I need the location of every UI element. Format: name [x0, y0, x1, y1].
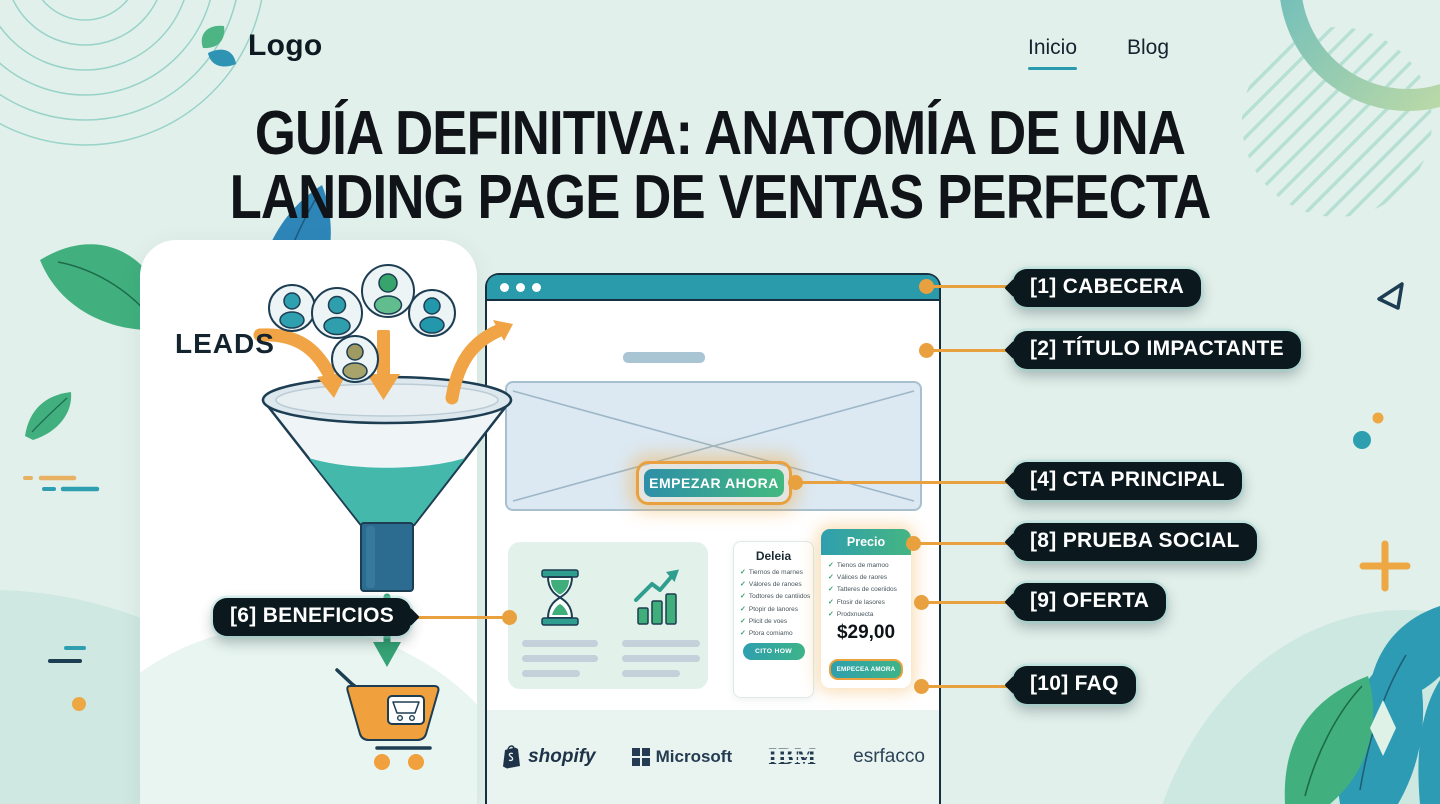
- callout-connector: [788, 475, 1014, 490]
- benefits-icons: [541, 569, 679, 626]
- callout-connector: [906, 536, 1014, 551]
- text-placeholder: [622, 655, 700, 662]
- feature-item: ✓Tiernos de marnes: [740, 569, 803, 576]
- callout-oferta: [9] OFERTA: [1013, 583, 1167, 621]
- check-icon: ✓: [740, 617, 746, 625]
- shopify-bag-icon: [503, 745, 521, 769]
- feature-item: ✓Todtores de cantiidos: [740, 593, 811, 601]
- feature-item: ✓Ptopir de lanores: [740, 605, 799, 613]
- connector-dot: [502, 610, 517, 625]
- page-title: GUÍA DEFINITIVA: ANATOMÍA DE UNA LANDING…: [0, 102, 1440, 230]
- leaf-logo-icon: [201, 25, 236, 67]
- feature-item: ✓Plicit de voes: [740, 617, 788, 625]
- check-icon: ✓: [828, 574, 834, 582]
- dash-decoration: [23, 475, 100, 492]
- nav-item-blog[interactable]: Blog: [1127, 36, 1170, 59]
- page-title-line2: LANDING PAGE DE VENTAS PERFECTA: [229, 163, 1212, 232]
- connector-dot: [919, 279, 934, 294]
- callout-connector: [914, 679, 1014, 694]
- bottom-right-leaves-decoration: [1284, 606, 1440, 804]
- feature-item: ✓Válores de ranoes: [740, 581, 802, 589]
- price-value: $29,00: [836, 621, 896, 643]
- cta-highlight-ring: EMPEZAR AHORA: [636, 461, 792, 505]
- check-icon: ✓: [740, 569, 746, 576]
- callout-beneficios: [6] BENEFICIOS: [213, 598, 412, 636]
- illustration-card: [140, 240, 477, 804]
- callout-connector: [919, 343, 1014, 358]
- callout-connector: [408, 610, 517, 625]
- check-icon: ✓: [828, 586, 834, 594]
- check-icon: ✓: [740, 593, 746, 601]
- callout-cta-principal: [4] CTA PRINCIPAL: [1013, 462, 1242, 500]
- hourglass-icon: [541, 569, 579, 626]
- ibm-logo: IBM: [766, 744, 820, 770]
- teal-dot-decoration: [1353, 431, 1371, 449]
- check-icon: ✓: [828, 610, 834, 618]
- connector-dot: [914, 595, 929, 610]
- ibm-wordmark: IBM: [766, 744, 820, 769]
- check-icon: ✓: [828, 598, 834, 606]
- microsoft-squares-icon: [631, 748, 650, 766]
- text-placeholder: [622, 640, 700, 647]
- window-dot-icon: [532, 282, 541, 292]
- microsoft-wordmark: Microsoft: [655, 747, 733, 766]
- bottom-right-blob-decoration: [1162, 610, 1440, 804]
- connector-dot: [914, 679, 929, 694]
- pricing-item: ✓Válices de raores: [828, 574, 888, 582]
- pricing-item: ✓Ftosir de lasores: [828, 598, 885, 606]
- microsoft-logo: Microsoft: [631, 747, 733, 767]
- pricing-card-header: Precio: [821, 529, 911, 555]
- pricing-item: ✓Tatteres de coeriidos: [828, 586, 897, 594]
- window-dot-icon: [500, 282, 509, 292]
- shopify-logo: shopify: [501, 745, 596, 769]
- text-placeholder: [622, 670, 680, 677]
- pricing-cta-button[interactable]: EMPECEA AMORA: [829, 659, 903, 680]
- feature-item: ✓Ptora comiamo: [740, 629, 793, 637]
- brand-name: Logo: [248, 29, 323, 62]
- page-title-line1: GUÍA DEFINITIVA: ANATOMÍA DE UNA: [254, 99, 1186, 168]
- sparkle-icon: [1370, 700, 1396, 756]
- check-icon: ✓: [740, 581, 746, 589]
- pricing-card: Precio ✓Tienos de mamoo ✓Válices de raor…: [821, 529, 911, 688]
- text-placeholder: [522, 670, 580, 677]
- esrfacco-logo: esrfacco: [853, 746, 925, 768]
- text-placeholder: [522, 655, 598, 662]
- features-card-button[interactable]: CITO HOW: [742, 642, 805, 660]
- shopify-wordmark: shopify: [528, 746, 596, 767]
- cta-primary-button[interactable]: EMPEZAR AHORA: [644, 469, 784, 497]
- social-proof-strip: shopify Microsoft IBM esrfacco: [487, 710, 939, 804]
- connector-dot: [919, 343, 934, 358]
- blob-dash-decoration: [48, 646, 86, 711]
- check-icon: ✓: [740, 629, 746, 637]
- nav-item-inicio[interactable]: Inicio: [1028, 36, 1078, 70]
- pricing-item: ✓Tienos de mamoo: [828, 562, 889, 569]
- plus-decoration: [1359, 540, 1411, 592]
- esrfacco-wordmark: esrfacco: [853, 746, 925, 767]
- features-card: Deleia ✓Tiernos de marnes ✓Válores de ra…: [733, 541, 814, 698]
- callout-faq: [10] FAQ: [1013, 666, 1136, 704]
- browser-titlebar: [487, 275, 939, 301]
- card-blob-decoration: [140, 625, 477, 804]
- pricing-item: ✓Prodxnuecta: [828, 610, 874, 618]
- connector-dot: [906, 536, 921, 551]
- callout-cabecera: [1] CABECERA: [1013, 269, 1202, 307]
- window-dot-icon: [516, 282, 525, 292]
- callout-prueba-social: [8] PRUEBA SOCIAL: [1013, 523, 1257, 561]
- text-placeholder: [522, 640, 598, 647]
- check-icon: ✓: [828, 562, 834, 569]
- connector-dot: [788, 475, 803, 490]
- callout-titulo-impactante: [2] TÍTULO IMPACTANTE: [1013, 331, 1301, 369]
- benefits-card: [508, 542, 708, 689]
- features-card-title: Deleia: [755, 549, 792, 563]
- gradient-ring-decoration: [1280, 0, 1440, 111]
- callout-connector: [914, 595, 1014, 610]
- headline-placeholder: [623, 352, 705, 363]
- orange-dot-decoration: [1372, 412, 1384, 424]
- callout-connector: [919, 279, 1014, 294]
- check-icon: ✓: [740, 605, 746, 613]
- growth-chart-icon: [634, 569, 679, 625]
- triangle-outline-decoration: [1377, 282, 1404, 310]
- brand-logo[interactable]: Logo: [194, 22, 323, 70]
